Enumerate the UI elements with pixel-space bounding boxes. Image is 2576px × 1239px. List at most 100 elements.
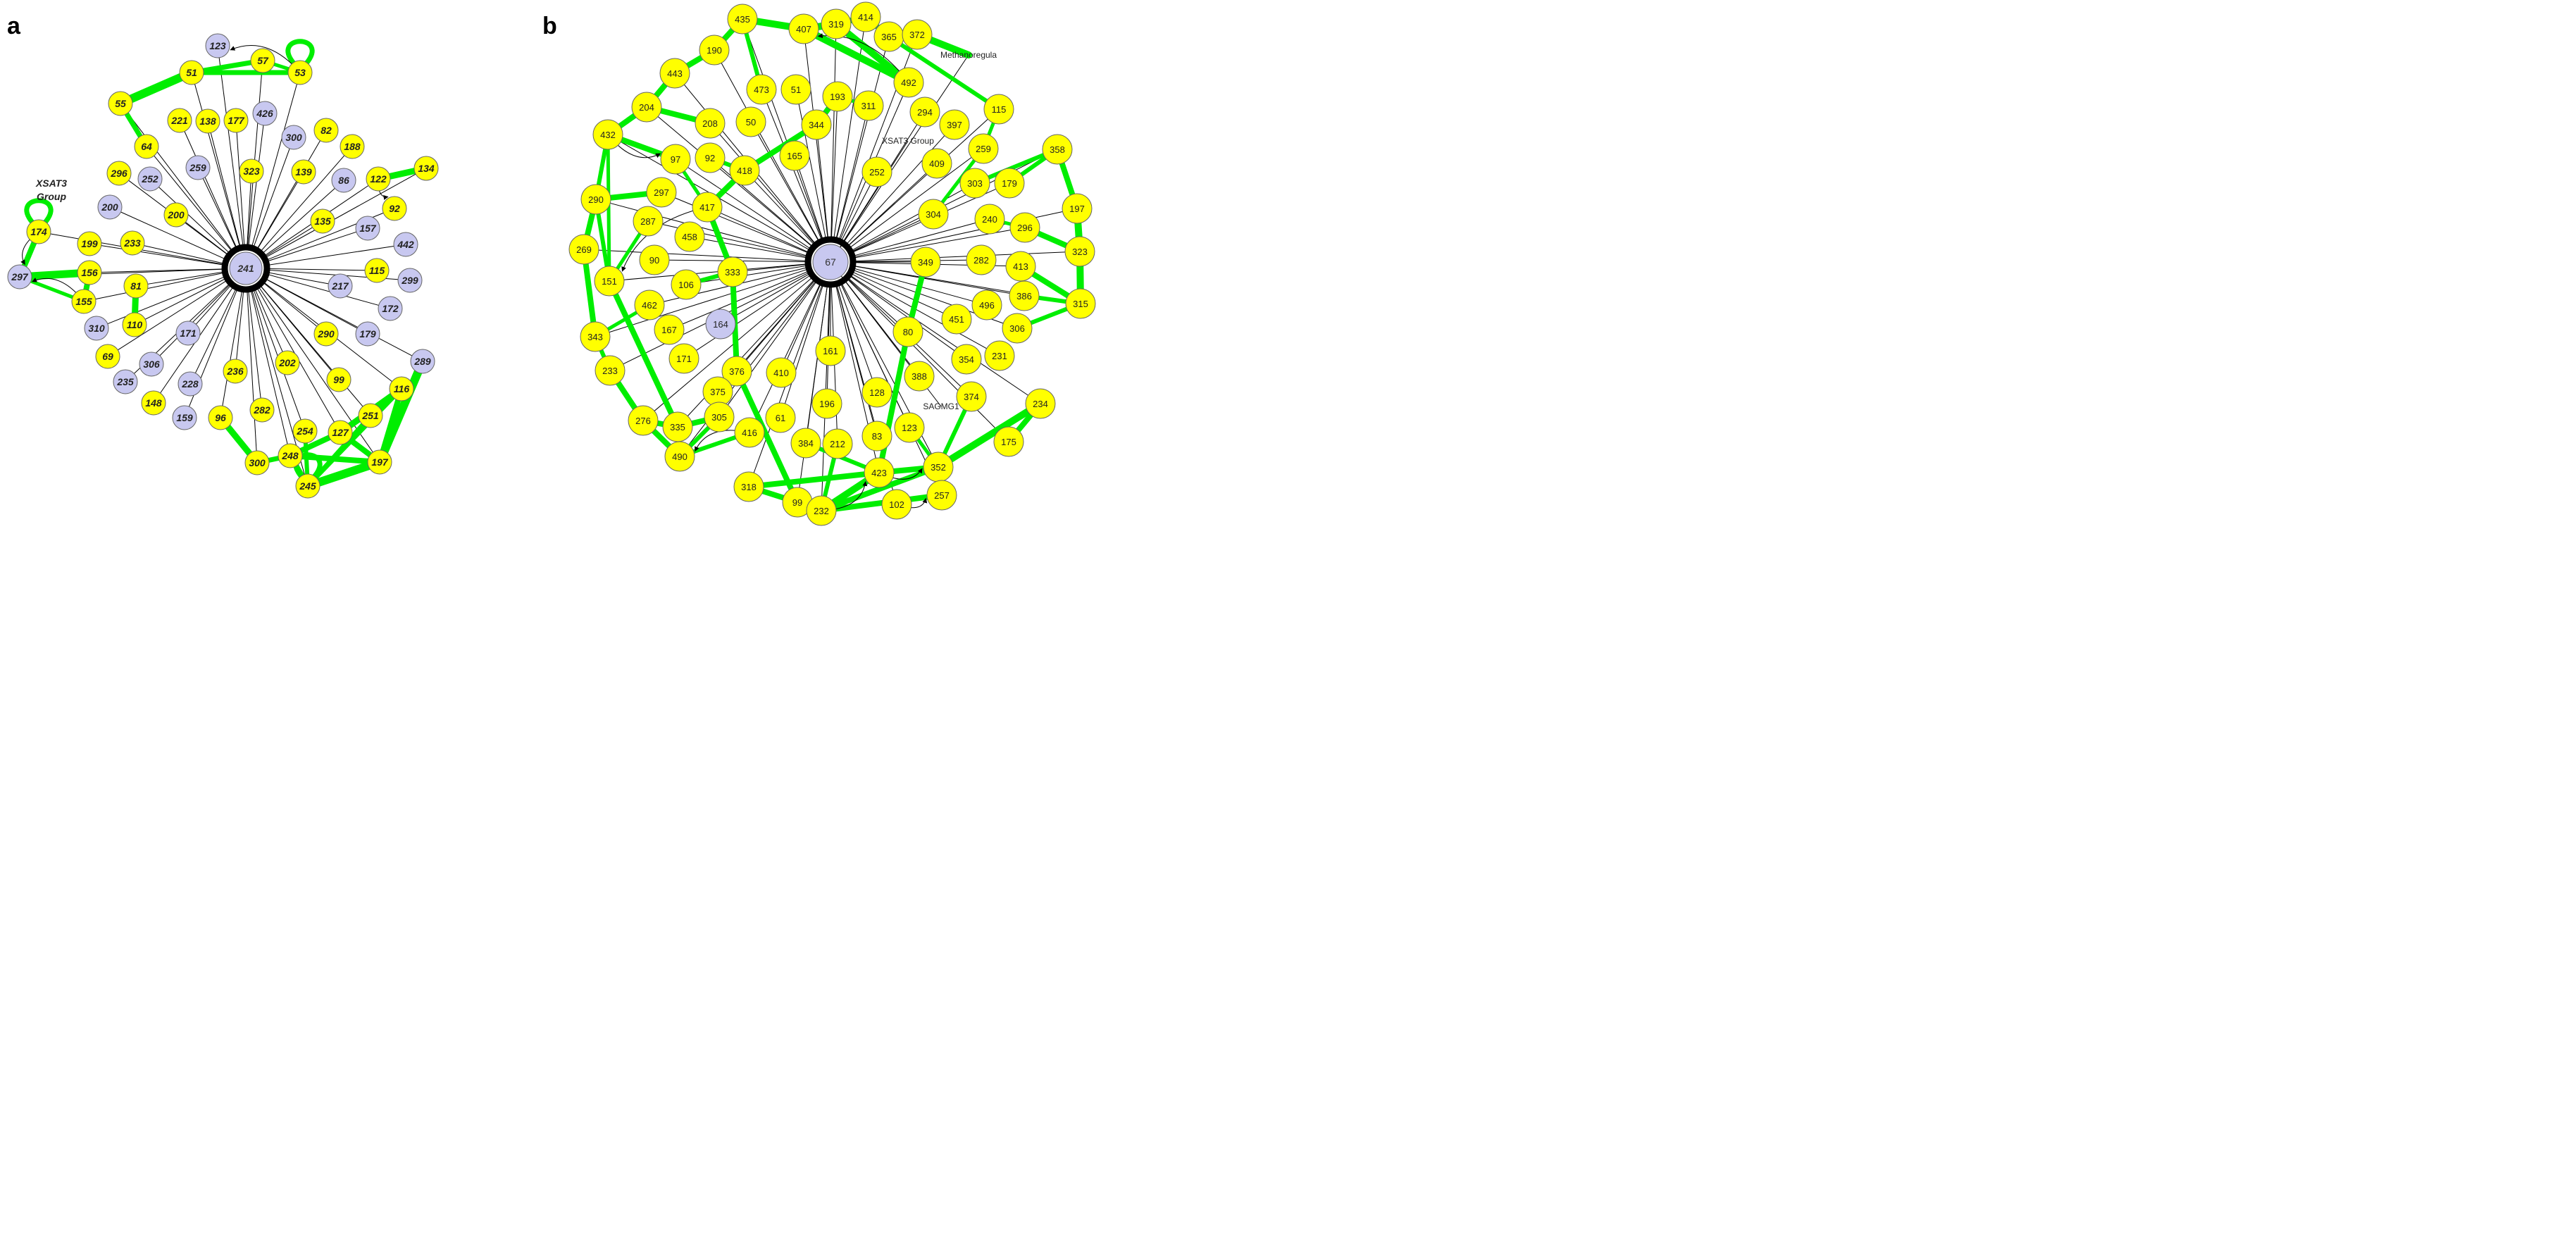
node-label: 305 [711,412,727,423]
node-90 [639,244,670,275]
node-235 [113,369,138,394]
node-label: 221 [170,115,188,126]
node-290 [313,321,339,347]
edge-to-hub-323 [244,182,251,251]
node-240 [974,204,1005,235]
node-305 [704,401,735,432]
edge-to-hub-435 [747,32,825,244]
node-315 [1065,288,1096,319]
association-edge [833,20,912,86]
node-174 [26,219,51,244]
node-234 [1025,388,1056,419]
hub-node-label: 241 [237,263,254,274]
node-label: 388 [911,371,927,382]
node-label: 51 [791,85,801,95]
edge-to-hub-386 [849,263,1010,294]
node-label: 233 [123,237,141,249]
node-397 [939,109,970,140]
node-label: 127 [332,427,349,438]
node-label: 426 [256,108,273,119]
node-label: 50 [746,117,756,127]
taxon-label-xsat3group: XSAT3 Group [882,136,934,146]
edge-to-hub-label [830,54,969,263]
node-label: 333 [725,267,740,278]
node-251 [358,403,383,428]
node-282 [249,397,275,423]
node-label: 276 [635,416,651,426]
node-label: 443 [667,68,683,79]
node-148 [141,390,166,416]
node-label: 179 [1002,178,1017,189]
edge-to-hub-228 [194,284,239,373]
node-label: 323 [243,166,260,177]
node-label: 235 [116,376,134,387]
node-label: 232 [814,506,829,516]
edge-to-hub-193 [828,111,838,243]
node-label: 358 [1050,144,1065,155]
node-407 [788,13,819,44]
node-50 [735,106,766,137]
association-edge [746,470,882,490]
node-492 [893,67,924,98]
node-label: 55 [115,98,126,109]
node-290 [580,184,611,215]
edge-to-hub-171 [195,281,235,325]
edge-to-hub-259 [845,157,972,251]
node-311 [853,90,884,121]
node-374 [956,381,987,412]
node-323 [1064,236,1095,267]
node-426 [252,101,278,126]
node-386 [1009,280,1040,311]
node-label: 442 [397,239,414,250]
edge-to-hub-333 [747,261,811,271]
node-label: 110 [127,319,143,330]
node-label: 354 [959,354,974,365]
node-296 [106,161,132,186]
edge-to-hub-139 [254,182,298,254]
node-159 [172,405,197,430]
node-110 [122,312,147,337]
node-label: 175 [1001,437,1016,447]
node-label: 254 [296,425,313,437]
node-138 [195,108,220,134]
node-289 [410,349,435,374]
node-115 [983,94,1014,125]
node-199 [77,231,102,256]
node-384 [790,428,821,459]
node-417 [692,192,723,223]
node-label: 365 [881,32,897,42]
node-451 [941,304,972,335]
node-202 [275,350,300,375]
edge-to-hub-188 [257,155,345,255]
node-204 [631,92,662,123]
edge-to-hub-257 [838,279,936,482]
association-edge [887,35,1001,111]
node-294 [909,96,940,127]
node-212 [822,428,853,459]
association-edge [819,464,941,513]
node-490 [664,441,695,472]
node-label: 416 [742,428,757,438]
node-label: 102 [889,499,904,510]
edge-to-hub-81 [147,269,229,285]
node-123 [205,33,230,58]
node-label: 397 [947,120,962,130]
node-label: 204 [639,102,654,113]
node-label: 492 [901,77,916,88]
node-label: 432 [600,130,616,140]
node-344 [801,109,832,140]
node-319 [821,8,852,39]
edge-to-hub-233 [144,245,229,266]
node-409 [921,148,952,179]
node-432 [592,119,623,150]
edge-to-hub-252 [839,185,871,245]
node-175 [993,426,1024,457]
node-418 [729,155,760,186]
node-127 [328,420,353,445]
edge-to-hub-282 [246,286,261,399]
node-label: 372 [909,30,925,40]
node-51 [179,60,204,85]
edge-to-hub-414 [831,31,864,243]
node-156 [77,260,102,285]
